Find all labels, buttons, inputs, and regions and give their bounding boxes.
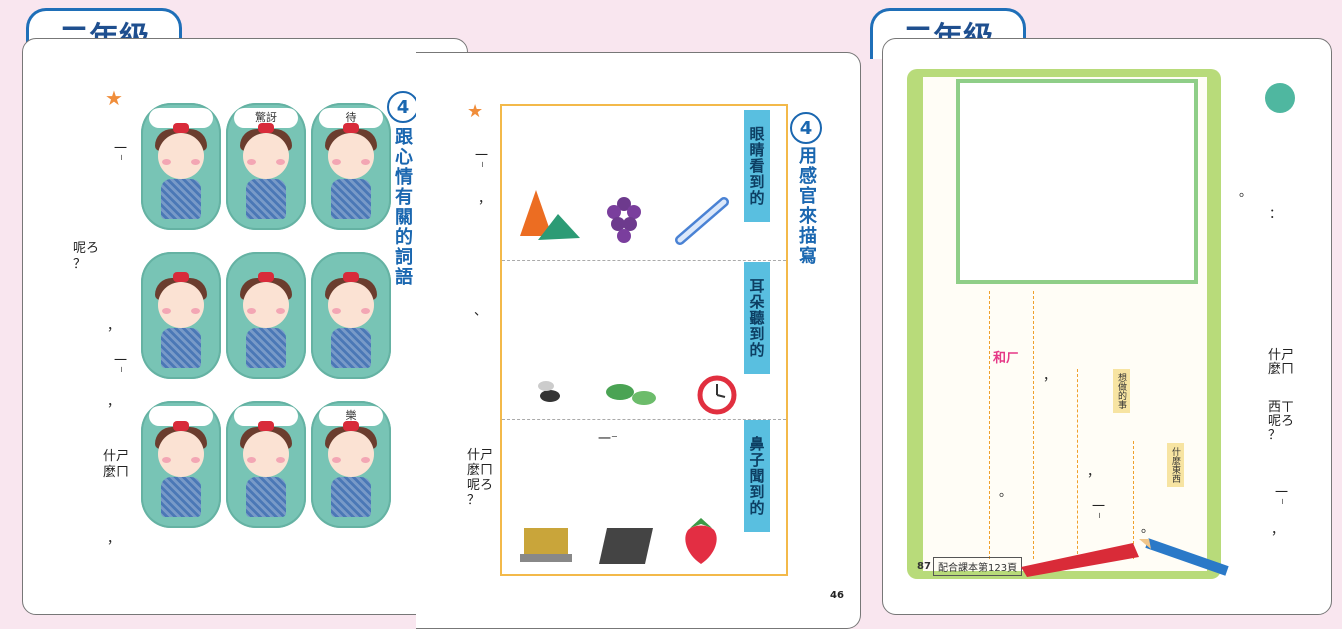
pencil-icon xyxy=(1139,538,1229,576)
text-mark: 一⁻ xyxy=(1272,485,1287,505)
emotion-card: 驚訝 xyxy=(226,103,306,230)
card-label: 待 xyxy=(319,108,383,128)
emotion-card xyxy=(141,252,221,379)
text-mark: 。 xyxy=(999,485,1013,500)
lesson-number: 4 xyxy=(790,112,822,144)
text-mark: 。 xyxy=(1239,185,1253,200)
emotion-card xyxy=(141,103,221,230)
text-mark: 一⁻ xyxy=(111,353,126,373)
page-number: 87 xyxy=(917,561,931,572)
emotion-card xyxy=(311,252,391,379)
text-mark: 什ㄕ 麼ㄇ 呢ろ ？ xyxy=(467,448,494,508)
text-mark: 什ㄕ 麼ㄇ xyxy=(1268,348,1295,377)
star-icon: ★ xyxy=(467,101,484,122)
stinky-tofu-icon xyxy=(520,528,572,562)
text-mark: ： xyxy=(1269,207,1283,222)
text-mark: 西ㄒ 呢ろ ？ xyxy=(1268,400,1295,443)
text-mark: 呢ろ ？ xyxy=(73,241,100,272)
photo-frame xyxy=(956,79,1198,284)
emotion-card: 待 xyxy=(311,103,391,230)
hint-label: 想做的事 xyxy=(1113,369,1130,413)
lesson-title: 跟心情有關的詞語 xyxy=(392,127,413,287)
lesson-title: 用感官來描寫 xyxy=(796,146,817,266)
ruler-icon xyxy=(1021,543,1139,577)
sense-tag-smell: 鼻子聞到的 xyxy=(744,420,770,532)
text-mark: ， xyxy=(1043,369,1057,384)
dashed-line xyxy=(989,291,990,559)
text-mark: ， xyxy=(107,532,121,547)
sense-row xyxy=(502,261,786,420)
sense-row xyxy=(502,106,786,261)
green-blob-icon xyxy=(1265,83,1295,113)
hint-label: 什麼東西 xyxy=(1167,443,1184,487)
text-mark: 、 xyxy=(474,304,488,319)
card-label xyxy=(234,406,298,426)
strawberry-icon xyxy=(685,518,717,564)
leaves-icon xyxy=(606,384,656,405)
emotion-card xyxy=(226,401,306,528)
emotion-card: 樂 xyxy=(311,401,391,528)
text-mark: 一⁻ xyxy=(598,432,618,447)
glow-stick-icon xyxy=(675,197,729,245)
page-number: 46 xyxy=(830,590,844,601)
text-mark: 。 xyxy=(1141,521,1155,536)
text-mark: 一⁻ xyxy=(1089,499,1104,519)
sense-box xyxy=(500,104,788,576)
grapes-icon xyxy=(607,197,641,243)
lesson-number: 4 xyxy=(387,91,419,123)
left-page: ★ 4 跟心情有關的詞語 驚訝 待 樂 一⁻ 呢ろ ？ ， 一⁻ ， 什ㄕ 麼ㄇ… xyxy=(22,38,468,615)
text-mark: 一⁻ xyxy=(111,141,126,161)
right-page: 和ㄏ 想做的事 什麼東西 。 ： 什ㄕ 麼ㄇ 西ㄒ 呢ろ ？ 一⁻ ， ， ， … xyxy=(882,38,1332,615)
text-mark: ， xyxy=(1271,523,1285,538)
grill-icon xyxy=(599,528,653,564)
mosquito-icon xyxy=(538,381,560,402)
text-mark: 什ㄕ 麼ㄇ xyxy=(103,449,130,480)
page-reference: 配合課本第123頁 xyxy=(933,557,1023,576)
text-mark: ， xyxy=(1087,465,1101,480)
dashed-line xyxy=(1033,291,1034,559)
text-mark: ， xyxy=(107,319,121,334)
text-mark: ， xyxy=(478,192,492,207)
emotion-card xyxy=(141,401,221,528)
card-label xyxy=(149,406,213,426)
card-label: 樂 xyxy=(319,406,383,426)
text-mark: 一⁻ xyxy=(472,148,487,168)
card-label xyxy=(149,108,213,128)
text-mark: ， xyxy=(107,395,121,410)
star-icon: ★ xyxy=(105,86,123,110)
emotion-card xyxy=(226,252,306,379)
pink-text: 和ㄏ xyxy=(993,351,1020,366)
card-label: 驚訝 xyxy=(234,108,298,128)
sense-tag-hear: 耳朵聽到的 xyxy=(744,262,770,374)
sense-tag-see: 眼睛看到的 xyxy=(744,110,770,222)
dashed-line xyxy=(1077,369,1078,559)
triangle-shapes-icon xyxy=(520,190,580,240)
dashed-line xyxy=(1133,441,1134,559)
alarm-clock-icon xyxy=(697,375,737,415)
